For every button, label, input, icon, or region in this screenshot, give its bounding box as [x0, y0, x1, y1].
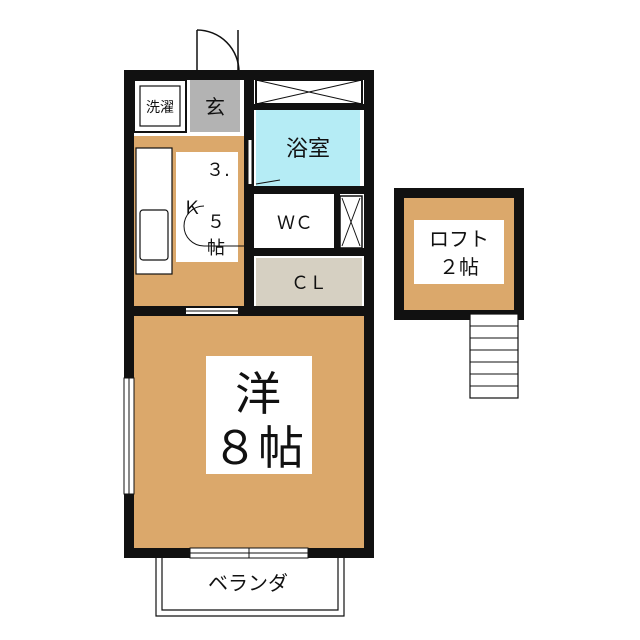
western-label-2: ８帖 — [212, 421, 304, 475]
entrance-area — [190, 80, 240, 132]
kitchen-label-2: Ｋ — [183, 198, 201, 219]
entrance-label: 玄 — [205, 95, 225, 119]
loft-label-1: ロフト — [429, 227, 489, 251]
balcony-label: ベランダ — [208, 571, 288, 595]
bath-label: 浴室 — [286, 137, 330, 162]
wc-area — [256, 196, 334, 248]
kitchen-label-1: ３. — [206, 160, 230, 181]
loft-stairs — [469, 313, 519, 399]
closet-label: ＣＬ — [291, 273, 327, 294]
closet-area — [256, 258, 362, 306]
kitchen-sink — [139, 209, 169, 261]
bath-area — [256, 110, 360, 186]
wc-label: ＷＣ — [277, 213, 313, 234]
kitchen-label-3: ５ — [207, 212, 225, 233]
entrance-door — [196, 29, 240, 73]
loft-label-2: ２帖 — [439, 255, 479, 279]
balcony-outline — [155, 558, 345, 617]
western-label-1: 洋 — [235, 367, 281, 421]
laundry-label: 洗濯 — [146, 100, 174, 116]
kitchen-label-4: 帖 — [207, 238, 225, 259]
